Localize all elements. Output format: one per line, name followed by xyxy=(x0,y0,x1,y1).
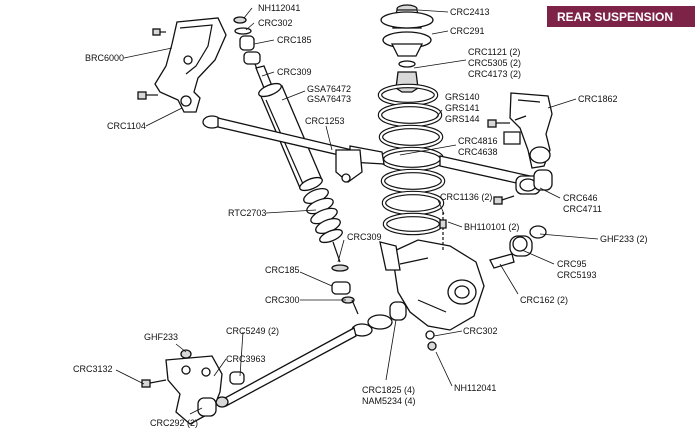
label-crc309-top: CRC309 xyxy=(277,67,312,77)
upper-mounting-bracket xyxy=(154,17,227,113)
right-chassis-bracket xyxy=(503,92,553,169)
label-nh112041-top: NH112041 xyxy=(258,3,300,13)
label-crc300: CRC300 xyxy=(265,295,300,305)
label-brc6000: BRC6000 xyxy=(85,53,124,63)
label-crc1104: CRC1104 xyxy=(107,121,146,131)
lower-arm-bushes xyxy=(489,225,547,269)
label-crc185-mid: CRC185 xyxy=(265,265,300,275)
label-crc4173: CRC4173 (2) xyxy=(468,69,521,79)
label-bh110101: BH110101 (2) xyxy=(464,222,519,232)
lower-shock-bushes xyxy=(331,264,359,315)
banner-title: REAR SUSPENSION xyxy=(557,10,673,24)
label-crc95: CRC95 xyxy=(557,259,587,269)
label-crc1253: CRC1253 xyxy=(305,116,345,126)
label-crc1136: CRC1136 (2) xyxy=(440,192,492,202)
label-crc309-mid: CRC309 xyxy=(347,232,382,242)
top-nut-and-washer xyxy=(233,16,261,65)
label-crc5193: CRC5193 xyxy=(557,270,597,280)
right-link-bush xyxy=(493,169,553,205)
right-bracket-bolt xyxy=(487,119,510,128)
label-crc4638: CRC4638 xyxy=(458,147,498,157)
label-crc291: CRC291 xyxy=(450,26,485,36)
lower-left-bracket xyxy=(141,349,245,425)
label-crc646: CRC646 xyxy=(563,193,598,203)
label-crc185-top: CRC185 xyxy=(277,35,312,45)
label-crc162: CRC162 (2) xyxy=(520,295,568,305)
label-grs141: GRS141 xyxy=(445,103,480,113)
label-grs140: GRS140 xyxy=(445,92,480,102)
label-ghf233-left: GHF233 xyxy=(144,332,178,342)
bracket-bolt-lower xyxy=(137,91,158,100)
label-crc4711: CRC4711 xyxy=(563,204,602,214)
part-labels: NH112041 CRC302 CRC185 BRC6000 CRC309 GS… xyxy=(73,3,648,428)
label-nh112041-bot: NH112041 xyxy=(454,383,496,393)
label-crc1121: CRC1121 (2) xyxy=(468,47,520,57)
label-rtc2703: RTC2703 xyxy=(228,208,266,218)
label-gsa76472: GSA76472 xyxy=(307,84,351,94)
upper-link-rod xyxy=(202,115,531,187)
lower-trailing-link xyxy=(215,301,407,408)
label-crc2413: CRC2413 xyxy=(450,7,490,17)
label-crc3963: CRC3963 xyxy=(226,354,266,364)
bump-stop-cup xyxy=(380,4,434,57)
label-crc5249: CRC5249 (2) xyxy=(226,326,279,336)
label-nam5234: NAM5234 (4) xyxy=(362,396,416,406)
label-crc292: CRC292 (2) xyxy=(150,418,198,428)
label-crc302-top: CRC302 xyxy=(258,18,293,28)
label-crc3132: CRC3132 xyxy=(73,364,113,374)
label-crc302-bot: CRC302 xyxy=(463,326,498,336)
label-gsa76473: GSA76473 xyxy=(307,94,351,104)
leader-lines xyxy=(115,7,599,415)
label-crc1825: CRC1825 (4) xyxy=(362,385,415,395)
banner-background xyxy=(547,6,695,27)
label-crc1862: CRC1862 xyxy=(578,94,618,104)
label-grs144: GRS144 xyxy=(445,114,480,124)
label-ghf233-right: GHF233 (2) xyxy=(600,234,648,244)
hub-carrier xyxy=(379,212,485,351)
bracket-bolt-top xyxy=(152,28,166,36)
label-crc5305: CRC5305 (2) xyxy=(468,58,521,68)
label-crc4816: CRC4816 xyxy=(458,136,498,146)
coil-spring xyxy=(377,83,446,236)
